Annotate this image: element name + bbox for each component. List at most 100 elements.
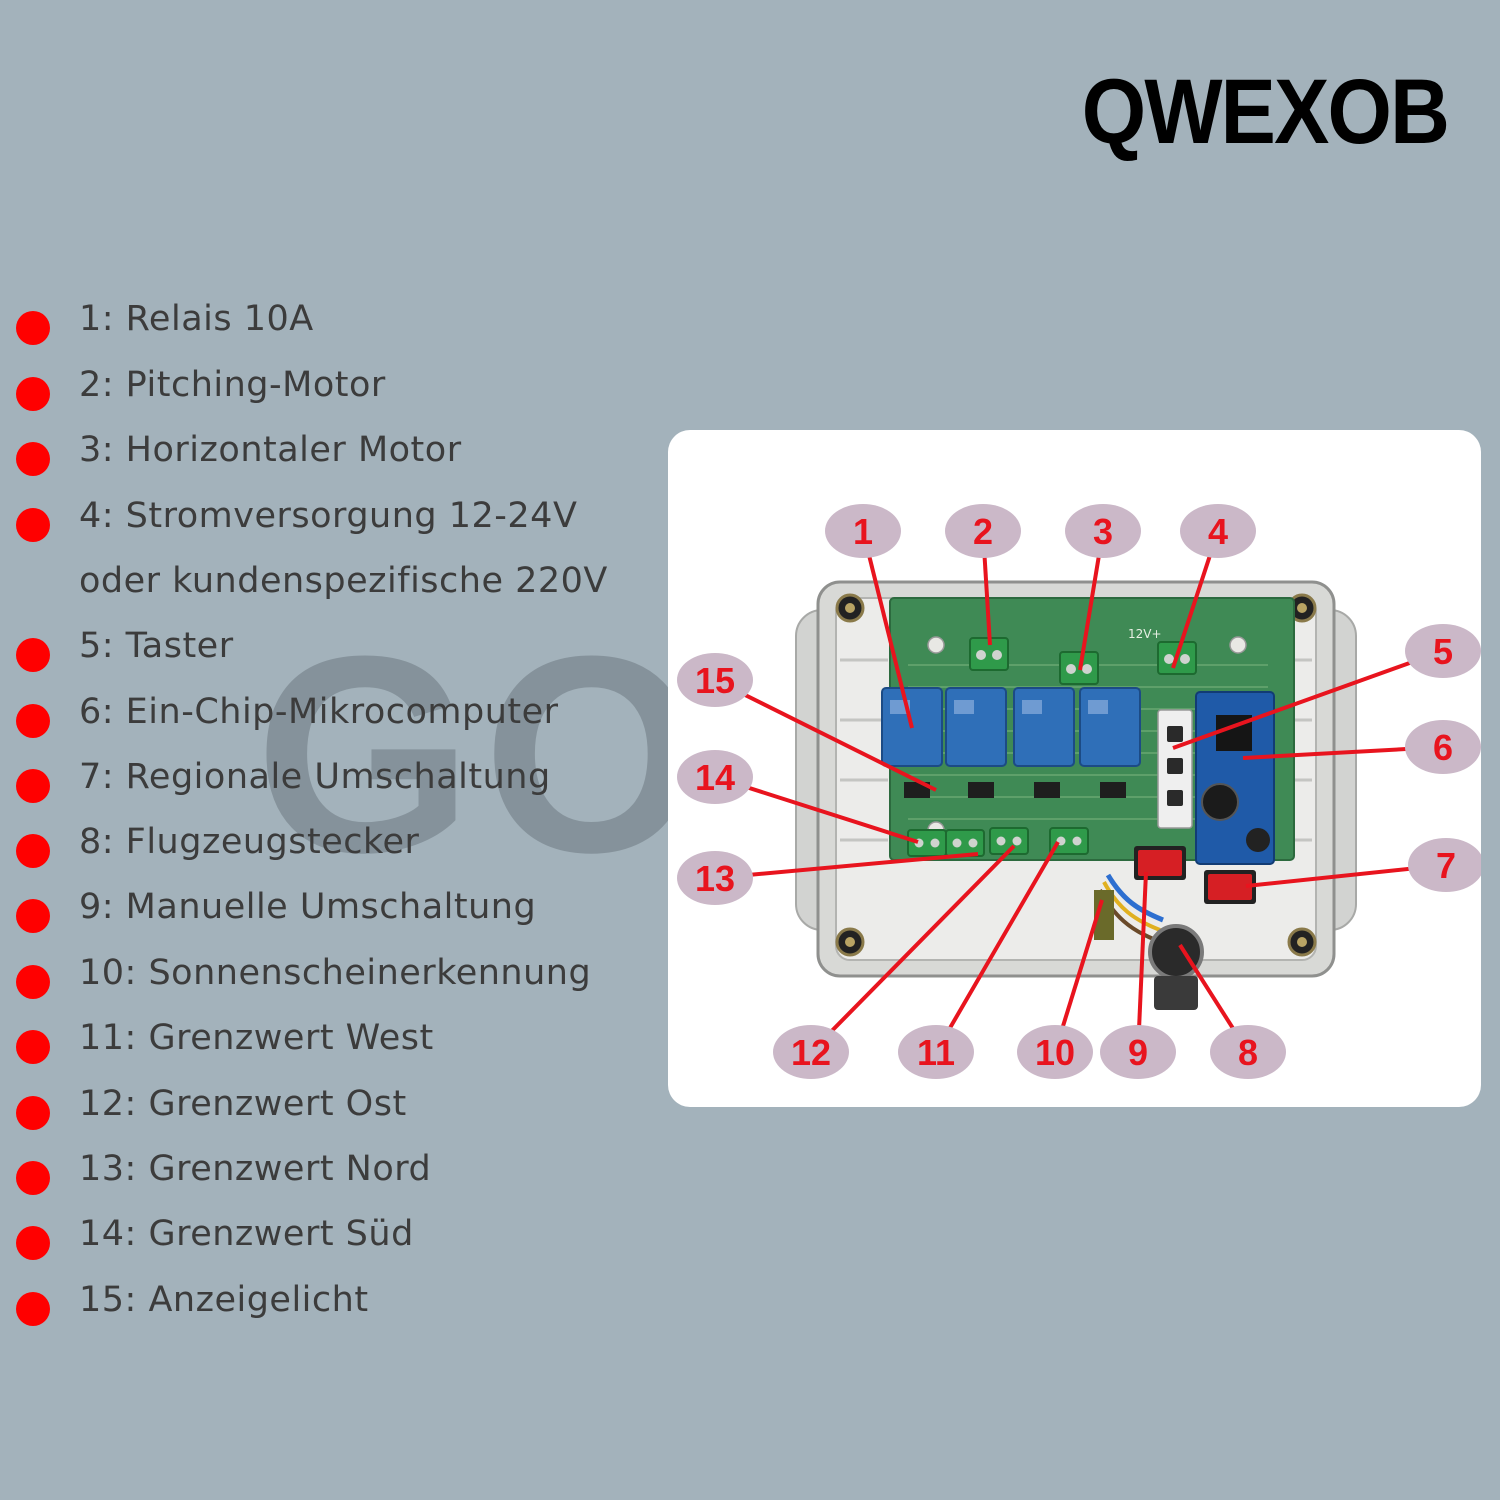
terminal-block (945, 829, 985, 857)
callout-number: 8 (1238, 1032, 1258, 1073)
terminal-screw (930, 838, 940, 848)
relay (1079, 687, 1141, 767)
brand-logo-text: QWEXOB (1081, 61, 1450, 163)
callout-badge (773, 1025, 849, 1079)
bullet-icon (16, 377, 50, 411)
callout-badge (1180, 504, 1256, 558)
callout-badge (825, 504, 901, 558)
bullet-icon (16, 1292, 50, 1326)
bullet-icon (16, 311, 50, 345)
leader-line (861, 530, 914, 729)
legend-label: 3: Horizontaler Motor (79, 430, 462, 470)
bullet-icon (16, 769, 50, 803)
screw-head (1297, 603, 1307, 613)
callout-number: 15 (695, 660, 735, 701)
rocker-switch (1138, 850, 1182, 876)
mcu-module (1195, 691, 1275, 865)
board-label: 12V+ (1128, 627, 1162, 641)
leader-line (1172, 649, 1444, 750)
callout-badge (945, 504, 1021, 558)
bullet-icon (16, 834, 50, 868)
callout-number: 2 (973, 511, 993, 552)
legend-label-continuation: oder kundenspezifische 220V (79, 561, 608, 601)
optocoupler-chip (968, 782, 994, 798)
callout-badge (677, 851, 753, 905)
legend-label: 14: Grenzwert Süd (79, 1214, 414, 1254)
legend-label: 1: Relais 10A (79, 299, 314, 339)
inductor (1201, 783, 1239, 821)
leader-line (714, 852, 979, 880)
push-button (1167, 726, 1183, 742)
callout-number: 9 (1128, 1032, 1148, 1073)
terminal-screw (1066, 664, 1076, 674)
relay-marking (1022, 700, 1042, 714)
bullet-icon (16, 704, 50, 738)
pcb-mounting-hole (927, 636, 945, 654)
callout-badge (1408, 838, 1481, 892)
callout-number: 12 (791, 1032, 831, 1073)
callout-number: 13 (695, 858, 735, 899)
push-button (1167, 790, 1183, 806)
rocker-switch (1208, 874, 1252, 900)
leader-line (1136, 871, 1148, 1053)
callout-number: 5 (1433, 631, 1453, 672)
screw-head (845, 937, 855, 947)
bullet-icon (16, 442, 50, 476)
aviation-plug-thread (1154, 976, 1198, 1010)
legend-label: 9: Manuelle Umschaltung (79, 887, 537, 927)
terminal-screw (1012, 836, 1022, 846)
terminal-screw (996, 836, 1006, 846)
callout-badge (677, 750, 753, 804)
leader-line (809, 844, 1016, 1054)
callout-number: 10 (1035, 1032, 1075, 1073)
terminal-screw (1082, 664, 1092, 674)
bullet-icon (16, 508, 50, 542)
callout-number: 14 (695, 757, 735, 798)
callout-badge (898, 1025, 974, 1079)
legend-label: 12: Grenzwert Ost (79, 1084, 407, 1124)
pcb-mounting-hole (1229, 636, 1247, 654)
callout-number: 3 (1093, 511, 1113, 552)
wire (1105, 873, 1164, 923)
leader-line (714, 678, 937, 792)
legend-label: 10: Sonnenscheinerkennung (79, 953, 592, 993)
terminal-screw (976, 650, 986, 660)
terminal-screw (952, 838, 962, 848)
terminal-block (1049, 827, 1089, 855)
capacitor (1246, 828, 1270, 852)
leader-line (934, 840, 1060, 1054)
legend-label: 8: Flugzeugstecker (79, 822, 420, 862)
relay (945, 687, 1007, 767)
legend-label: 4: Stromversorgung 12-24V (79, 496, 578, 536)
callout-badge (1100, 1025, 1176, 1079)
callout-badge (1017, 1025, 1093, 1079)
screw-head (1297, 937, 1307, 947)
bullet-icon (16, 1096, 50, 1130)
terminal-screw (968, 838, 978, 848)
relay-marking (954, 700, 974, 714)
callout-number: 11 (917, 1032, 955, 1073)
light-sensor (1094, 890, 1114, 940)
callout-number: 4 (1208, 511, 1228, 552)
relay-marking (1088, 700, 1108, 714)
callout-badge (1065, 504, 1141, 558)
wire (1102, 881, 1161, 932)
terminal-screw (1164, 654, 1174, 664)
terminal-block (907, 829, 947, 857)
terminal-block (989, 827, 1029, 855)
optocoupler-chip (1100, 782, 1126, 798)
terminal-screw (1180, 654, 1190, 664)
callout-number: 6 (1433, 727, 1453, 768)
callout-badge (677, 653, 753, 707)
callout-number: 1 (853, 511, 873, 552)
legend-label: 5: Taster (79, 626, 234, 666)
screw-head (845, 603, 855, 613)
legend-label: 6: Ein-Chip-Mikrocomputer (79, 692, 559, 732)
terminal-screw (1072, 836, 1082, 846)
legend-label: 15: Anzeigelicht (79, 1280, 369, 1320)
bullet-icon (16, 965, 50, 999)
relay (1013, 687, 1075, 767)
